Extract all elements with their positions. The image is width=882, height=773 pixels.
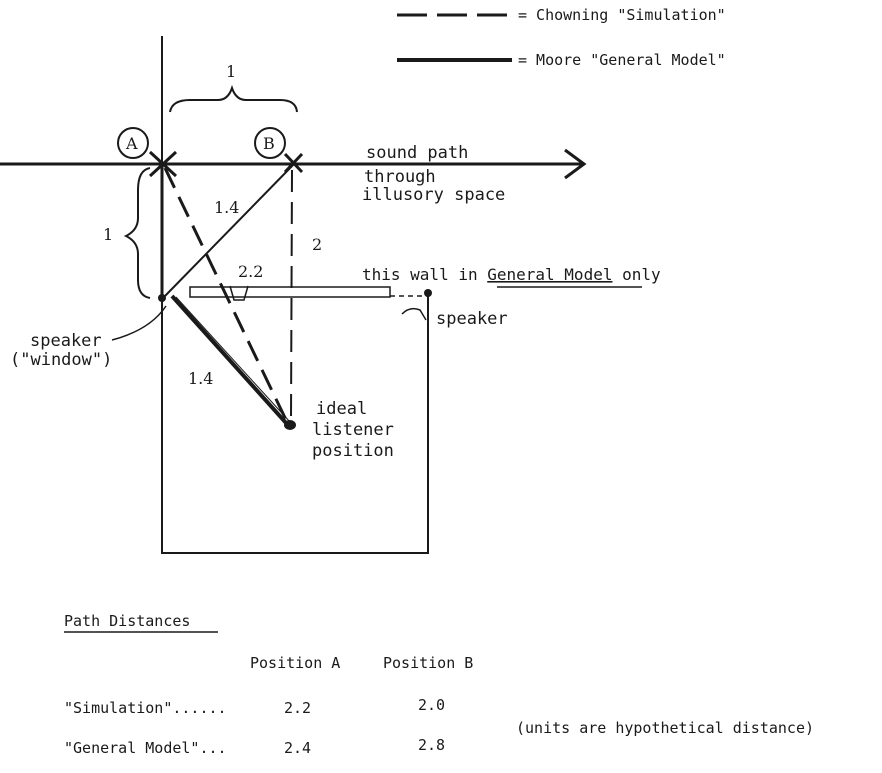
wall-note-model: General Model	[487, 265, 612, 284]
wall-note: this wall in General Model only	[362, 265, 661, 284]
wall-general-model	[189, 286, 391, 298]
dim-ab-label: 1	[226, 62, 236, 81]
brace-ab	[169, 84, 298, 113]
solid-speaker-to-listener-edge	[175, 296, 291, 423]
wall-note-suffix: only	[612, 265, 661, 284]
listener-position-dot	[284, 420, 296, 430]
path-distances-table: Path Distances Position A Position B "Si…	[64, 612, 814, 757]
solid-speaker-to-listener	[170, 294, 289, 426]
row-general-model-a: 2.4	[284, 739, 311, 757]
listener-line1: ideal	[316, 399, 367, 419]
sound-path-line2: through	[364, 167, 436, 187]
dim-vertical-label: 1	[103, 225, 113, 244]
dist-listener-solid-label: 1.4	[188, 369, 213, 388]
units-note: (units are hypothetical distance)	[516, 719, 814, 737]
dist-b-dashed-label: 2	[312, 235, 322, 254]
dist-a-dashed-label: 2.2	[238, 262, 263, 281]
dashed-b-to-listener	[290, 169, 293, 421]
sound-path-line1: sound path	[366, 143, 468, 163]
speaker-left-line1: speaker	[30, 331, 102, 351]
speaker-left-pointer	[111, 305, 167, 341]
col-position-a: Position A	[250, 654, 340, 672]
legend-dashed-label: = Chowning "Simulation"	[518, 6, 726, 24]
col-position-b: Position B	[383, 654, 473, 672]
dashed-a-to-listener	[163, 167, 290, 425]
point-a-label: A	[125, 134, 138, 153]
small-bracket	[229, 285, 249, 301]
row-simulation-a: 2.2	[284, 699, 311, 717]
brace-vertical	[123, 167, 151, 299]
legend-solid-label: = Moore "General Model"	[518, 51, 726, 69]
speaker-right-label: speaker	[436, 309, 508, 329]
solid-b-to-speaker	[164, 163, 295, 297]
listener-line3: position	[312, 441, 394, 461]
listener-line2: listener	[312, 420, 394, 440]
speaker-left-icon	[158, 294, 166, 302]
point-b-label: B	[263, 134, 275, 153]
row-general-model-b: 2.8	[418, 736, 445, 754]
room-outline	[161, 293, 429, 554]
path-distances-heading: Path Distances	[64, 612, 190, 630]
speaker-right-icon	[424, 289, 432, 297]
row-simulation-label: "Simulation"......	[64, 699, 227, 717]
speaker-right-pointer	[401, 307, 427, 321]
row-simulation-b: 2.0	[418, 696, 445, 714]
dist-b-solid-label: 1.4	[214, 198, 239, 217]
speaker-left-line2: ("window")	[10, 350, 112, 370]
row-general-model-label: "General Model"...	[64, 739, 227, 757]
wall-note-prefix: this wall in	[362, 265, 487, 284]
legend: = Chowning "Simulation" = Moore "General…	[397, 6, 726, 69]
sound-path-line3: illusory space	[362, 185, 505, 205]
